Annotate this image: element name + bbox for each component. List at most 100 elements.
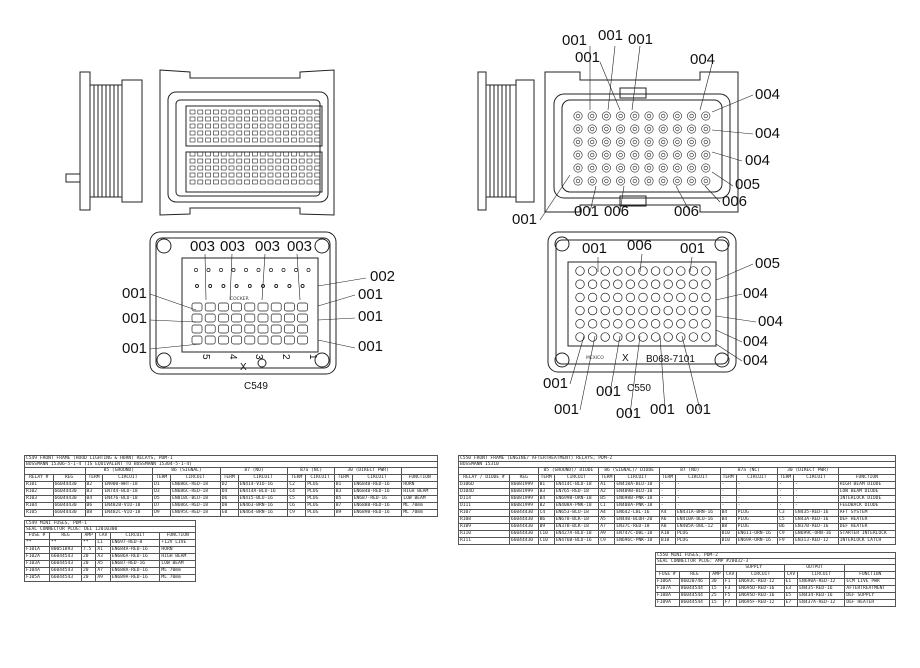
pin-cavity bbox=[701, 111, 711, 121]
table-cell: EN687-RED-16 bbox=[109, 560, 161, 568]
table-cell: PLUG bbox=[305, 481, 335, 489]
pin-center bbox=[675, 113, 680, 119]
table-cell: 86081999 bbox=[508, 488, 539, 496]
terminal-cavity bbox=[204, 324, 216, 334]
column-header: FUNCTION bbox=[844, 571, 896, 579]
pin-slot bbox=[314, 116, 321, 122]
callout: 001 bbox=[574, 203, 599, 220]
column-header: FUNCTION bbox=[837, 474, 897, 482]
table-cell: EN688A-RED-16 bbox=[109, 567, 161, 575]
pin-slot bbox=[197, 172, 204, 178]
pin-slot bbox=[314, 165, 321, 171]
table-cell: C4 bbox=[287, 488, 307, 496]
table-cell: D2 bbox=[219, 481, 239, 489]
pin-slot bbox=[236, 109, 243, 115]
pin-slot bbox=[283, 116, 289, 122]
pin-slot bbox=[244, 151, 250, 157]
pin-slot bbox=[244, 165, 250, 171]
table-cell: HORN bbox=[401, 481, 438, 489]
table-cell: D114 bbox=[458, 495, 510, 503]
pin-slot bbox=[252, 158, 258, 164]
table-cell: - bbox=[735, 502, 779, 510]
terminal-cavity bbox=[688, 305, 699, 316]
column-header: CAV bbox=[783, 571, 799, 579]
table-cell: B9 bbox=[537, 523, 555, 531]
table-cell: - bbox=[777, 495, 795, 503]
terminal-cavity bbox=[218, 324, 229, 334]
pin-center bbox=[575, 152, 581, 158]
table-cell: B4 bbox=[719, 516, 737, 524]
table-cell: EN414A-BLU-16 bbox=[237, 488, 289, 496]
table-cell: EN435-RED-16 bbox=[793, 509, 839, 517]
table-cell: LOW BEAM bbox=[401, 495, 438, 503]
leader-line bbox=[229, 253, 233, 301]
table-cell: 86081999 bbox=[508, 502, 539, 510]
table-cell: D3 bbox=[152, 488, 172, 496]
terminal-cavity bbox=[663, 292, 673, 303]
pin-slot bbox=[306, 123, 313, 129]
terminal-cavity bbox=[244, 302, 256, 312]
table-cell: - bbox=[719, 495, 737, 503]
pin-slot bbox=[259, 123, 266, 129]
table-cell: 15 bbox=[709, 585, 724, 593]
pin-slot bbox=[283, 179, 289, 185]
terminal-cavity bbox=[257, 324, 269, 334]
pin-center bbox=[632, 126, 637, 132]
pin-cavity bbox=[573, 124, 583, 134]
pin-slot bbox=[244, 123, 250, 129]
pin-slot bbox=[291, 123, 297, 129]
table-cell: ** bbox=[24, 539, 50, 547]
pin-cavity bbox=[658, 137, 668, 147]
table-cell: - bbox=[658, 502, 677, 510]
table-cell: F5 bbox=[722, 592, 738, 600]
terminal-cavity bbox=[625, 305, 636, 316]
table-cell: EN476B-BLU-16 bbox=[553, 537, 600, 545]
terminal-cavity bbox=[257, 313, 269, 323]
pin-center bbox=[646, 139, 652, 145]
table-cell: C6 bbox=[287, 502, 307, 510]
terminal-cavity bbox=[638, 319, 648, 329]
pin-slot bbox=[267, 123, 274, 129]
table-cell: - bbox=[675, 502, 721, 510]
header-spacer bbox=[458, 467, 539, 475]
pin-slot bbox=[213, 172, 219, 178]
table-cell: 66044430 bbox=[52, 488, 86, 496]
pin-center bbox=[661, 165, 666, 171]
pin-center bbox=[618, 139, 623, 145]
terminal-cavity bbox=[284, 302, 295, 312]
header-spacer bbox=[844, 564, 896, 572]
pin-slot bbox=[306, 179, 313, 185]
terminal-cavity bbox=[587, 305, 598, 316]
pin-center bbox=[689, 165, 694, 171]
table-cell: B6 bbox=[84, 502, 104, 510]
pin-cavity bbox=[281, 268, 286, 272]
pin-center bbox=[675, 139, 680, 145]
pin-slot bbox=[283, 165, 289, 171]
terminal-cavity bbox=[600, 305, 610, 316]
terminal-cavity bbox=[676, 332, 686, 342]
pin-cavity bbox=[231, 268, 236, 272]
c549-top-view bbox=[159, 69, 335, 216]
pin-cavity bbox=[587, 163, 597, 173]
leader-line bbox=[659, 335, 666, 411]
table-cell: A3 bbox=[95, 553, 111, 561]
pin-slot bbox=[213, 151, 219, 157]
pin-slot bbox=[314, 179, 321, 185]
pin-cavity bbox=[687, 150, 697, 160]
pin-slot bbox=[298, 172, 305, 178]
column-header: CIRCUIT bbox=[793, 474, 839, 482]
terminal-cavity bbox=[663, 266, 673, 276]
table-cell: EN687-RED-16 bbox=[351, 495, 403, 503]
leader-line bbox=[715, 293, 743, 301]
pin-slot bbox=[244, 179, 250, 185]
terminal-cavity bbox=[270, 335, 282, 345]
pin-cavity bbox=[601, 124, 611, 134]
terminal-cavity bbox=[218, 335, 229, 345]
pin-cavity bbox=[616, 176, 626, 186]
callout: 002 bbox=[370, 268, 395, 285]
table-cell: INTERLOCK DIODE bbox=[837, 495, 897, 503]
table-cell: F107A bbox=[655, 585, 680, 593]
